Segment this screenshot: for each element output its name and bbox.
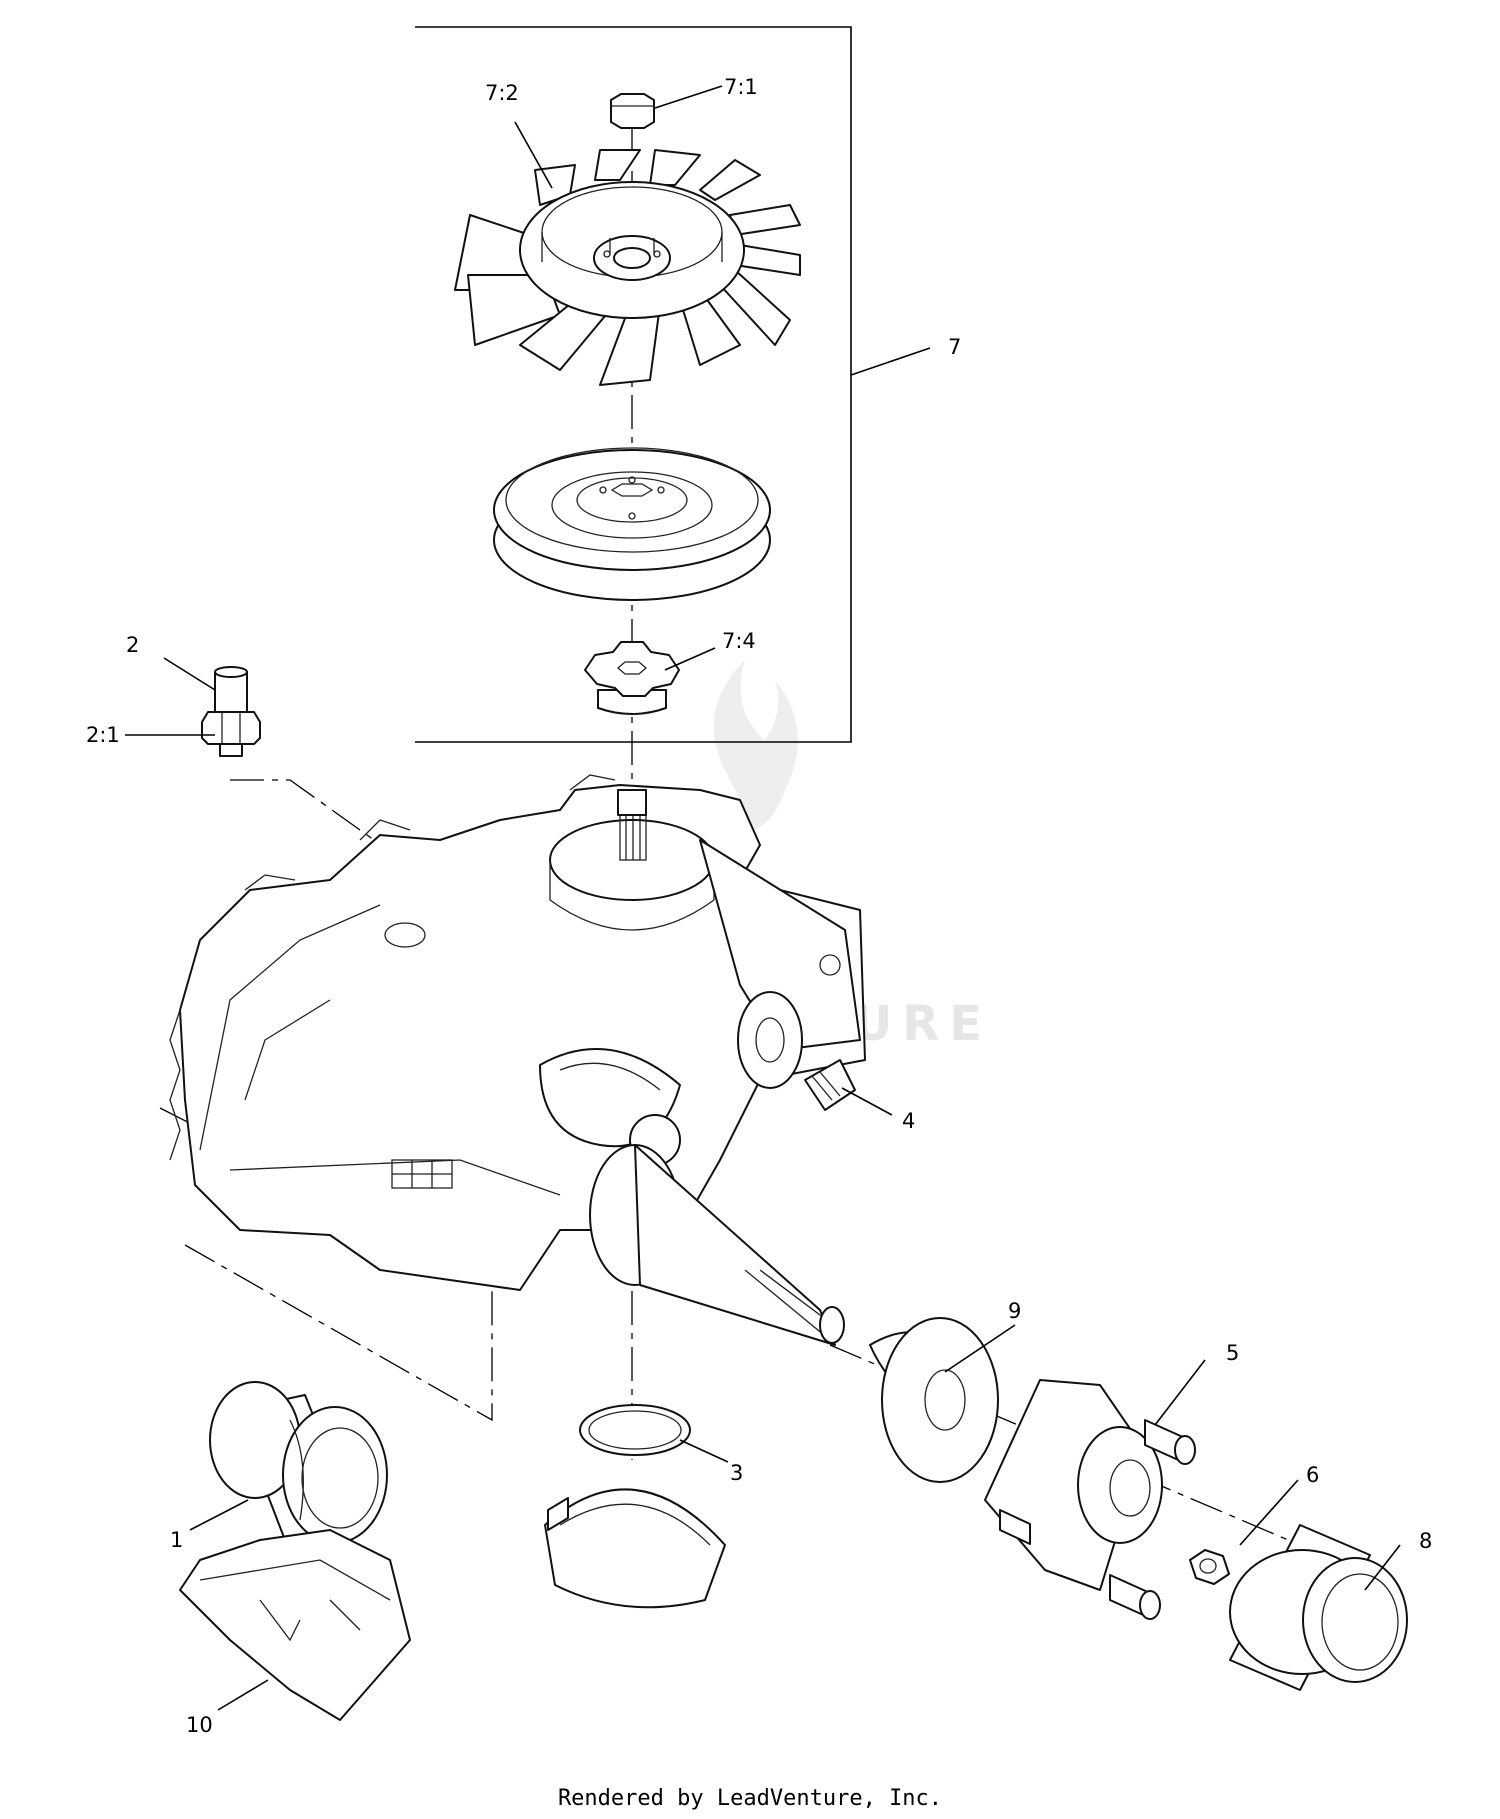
callout-labels: 7:1 7:2 7 7:4 2 2:1 4 9 5 3 6 1 8 10: [86, 75, 1432, 1737]
callout-5: 5: [1226, 1341, 1239, 1365]
pulley: [493, 447, 771, 601]
callout-2-1: 2:1: [86, 723, 120, 747]
o-ring-3: [579, 1404, 691, 1456]
callout-7-4: 7:4: [722, 629, 756, 653]
callout-3: 3: [730, 1461, 743, 1485]
fan-7-2: [454, 149, 801, 386]
nut-6: [1189, 1549, 1230, 1585]
oil-filter-1: [209, 1381, 388, 1544]
washer-9: [869, 1317, 999, 1483]
callout-9: 9: [1008, 1299, 1021, 1323]
axle: [589, 1144, 845, 1346]
callout-7-2: 7:2: [485, 81, 519, 105]
callout-1: 1: [170, 1528, 183, 1552]
nut-7-1: [610, 93, 655, 129]
footer-credit: Rendered by LeadVenture, Inc.: [557, 1786, 943, 1811]
callout-7: 7: [948, 335, 961, 359]
bracket-10: [179, 1529, 411, 1721]
callout-6: 6: [1306, 1463, 1319, 1487]
fitting-2: [201, 666, 261, 757]
hub-7-4: [584, 641, 680, 715]
callout-7-1: 7:1: [724, 75, 758, 99]
callout-2: 2: [126, 633, 139, 657]
callout-8: 8: [1419, 1529, 1432, 1553]
leader-lines: [125, 85, 1401, 1711]
callout-4: 4: [902, 1109, 915, 1133]
callout-10: 10: [186, 1713, 213, 1737]
wheel-hub-5: [984, 1379, 1196, 1620]
transmission-housing: [169, 774, 866, 1291]
sump-cover: [544, 1488, 726, 1609]
fan-assembly-bracket: [415, 26, 852, 743]
cap-8: [1229, 1524, 1408, 1691]
